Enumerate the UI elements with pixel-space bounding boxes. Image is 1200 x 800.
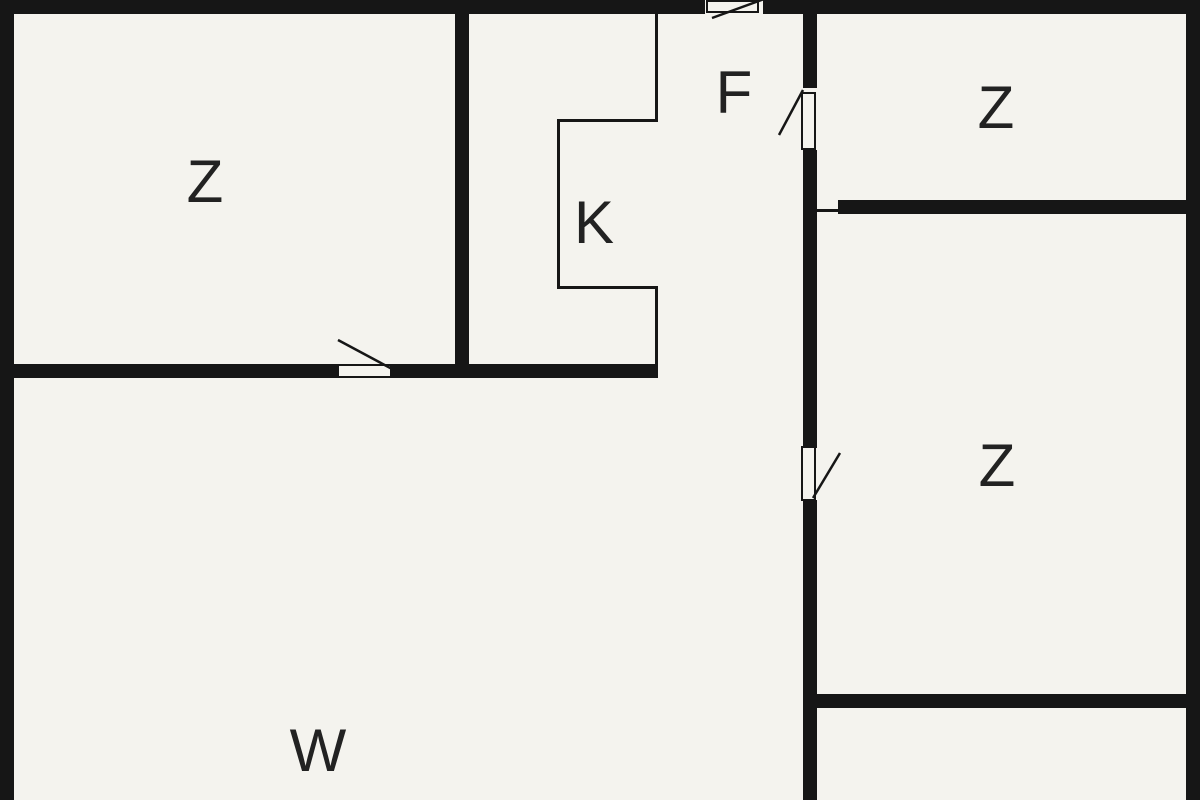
kitchen-partition-line-3	[557, 119, 560, 289]
wall-horizontal-right-top	[838, 200, 1200, 214]
wall-right	[1186, 0, 1200, 800]
door-swing-line-hallway	[777, 89, 805, 136]
wall-vertical-center-b	[803, 150, 817, 448]
room-label-kitchen: K	[573, 189, 615, 256]
wall-vertical-center-a	[803, 14, 817, 88]
wall-top-left-segment	[0, 0, 705, 14]
room-label-top-left: Z	[186, 148, 224, 215]
door-sill-line-right-top	[817, 209, 840, 212]
room-label-living: W	[289, 717, 347, 784]
door-swing-line-right-room	[811, 452, 842, 499]
room-label-hallway: F	[715, 59, 753, 126]
door-leaf-right-room	[801, 446, 816, 501]
wall-left	[0, 0, 14, 800]
room-label-top-right: Z	[977, 74, 1015, 141]
door-leaf-left-room	[337, 364, 392, 378]
kitchen-partition-line-1	[655, 14, 658, 120]
wall-horizontal-right-bottom	[817, 694, 1200, 708]
kitchen-partition-line-5	[655, 286, 658, 364]
kitchen-partition-line-2	[557, 119, 658, 122]
room-label-right: Z	[978, 432, 1016, 499]
door-leaf-hallway	[801, 92, 816, 150]
door-leaf-entrance	[706, 0, 759, 13]
wall-vertical-center-c	[803, 500, 817, 800]
wall-horizontal-left-b	[392, 364, 658, 378]
kitchen-partition-line-4	[557, 286, 658, 289]
wall-horizontal-left-a	[0, 364, 337, 378]
wall-top-right-segment	[763, 0, 1200, 14]
wall-vertical-room-kitchen	[455, 14, 469, 378]
